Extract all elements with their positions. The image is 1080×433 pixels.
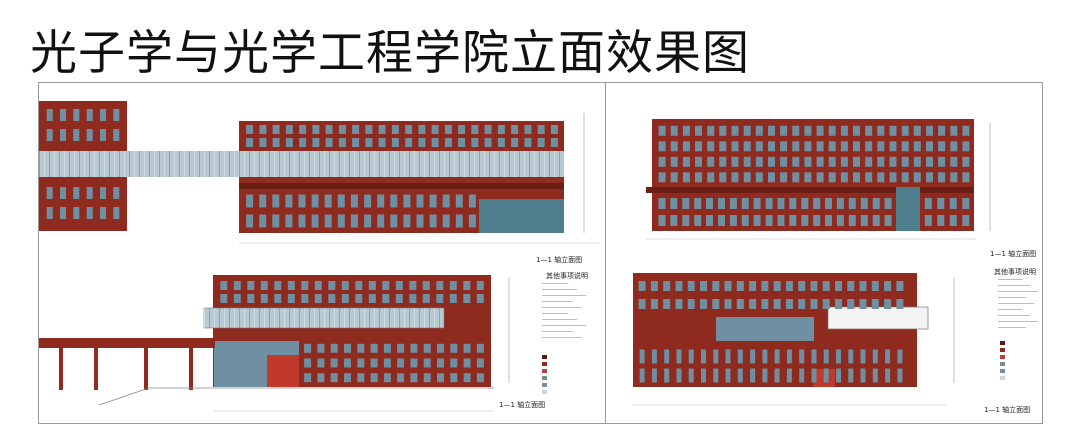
window-grid: [246, 125, 558, 147]
notes-text-lines: [998, 279, 1038, 328]
notes-heading: 其他事项说明: [546, 272, 588, 280]
notes-text-lines: [542, 283, 586, 338]
window-grid: [304, 343, 484, 383]
window-grid: [46, 187, 120, 219]
elevation-sheet-left: 1—1 轴立面图 其他事项说明 1—1 轴立面图: [38, 82, 607, 424]
top-elevation-caption: 1—1 轴立面图: [536, 256, 583, 264]
window-grid: [246, 194, 476, 228]
elevation-drawings-right: [633, 119, 1038, 406]
window-grid: [220, 281, 484, 303]
window-grid: [46, 109, 120, 141]
window-grid: [639, 349, 903, 383]
notes-heading: 其他事项说明: [994, 268, 1036, 276]
bottom-elevation-caption: 1—1 轴立面图: [499, 401, 546, 409]
window-grid: [638, 281, 904, 309]
page-title: 光子学与光学工程学院立面效果图: [30, 26, 750, 81]
window-grid: [658, 198, 892, 226]
bottom-elevation-caption: 1—1 轴立面图: [984, 406, 1031, 414]
bottom-elevation-left: [39, 275, 510, 412]
window-grid: [924, 198, 970, 226]
elevation-sheet-right: 1—1 轴立面图 其他事项说明 1—1 轴立面图: [605, 82, 1043, 424]
window-grid: [658, 125, 970, 183]
bottom-elevation-right: [633, 273, 955, 406]
legend-left: [542, 355, 547, 394]
legend-right: [1000, 341, 1005, 380]
top-elevation-left: [39, 101, 599, 244]
top-elevation-caption: 1—1 轴立面图: [990, 250, 1037, 258]
elevation-drawings-left: [39, 101, 599, 412]
